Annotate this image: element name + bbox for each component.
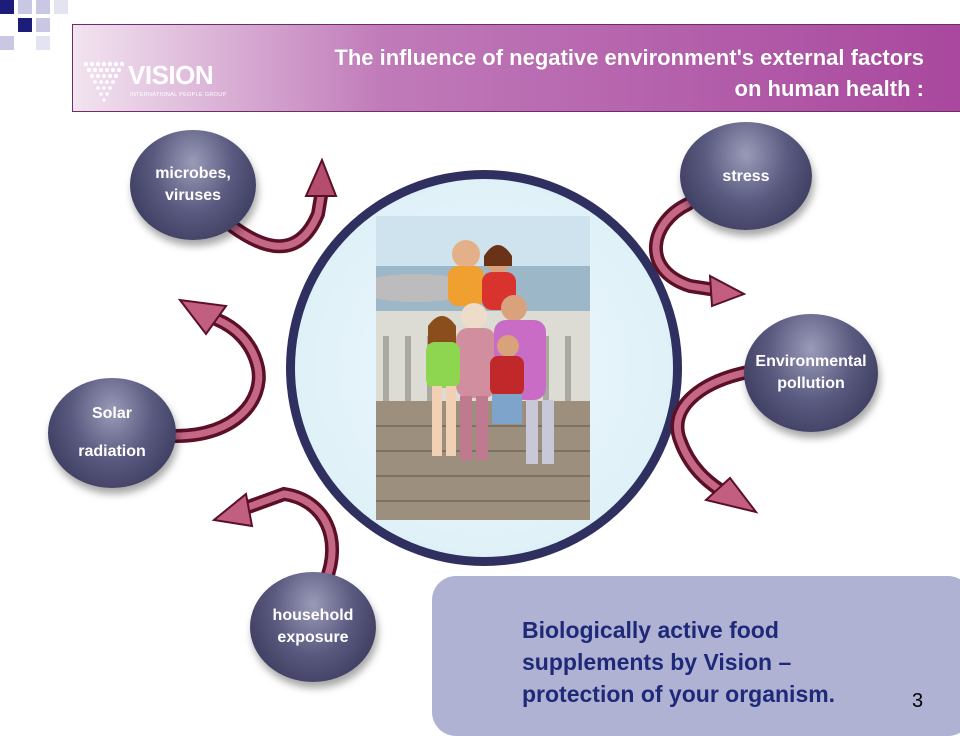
vision-logo-icon bbox=[83, 61, 125, 102]
arrow-environmental bbox=[670, 365, 759, 514]
factor-stress: stress bbox=[680, 122, 812, 230]
header-bar bbox=[72, 24, 960, 112]
page-number: 3 bbox=[912, 690, 924, 712]
arrow-household bbox=[211, 486, 340, 587]
slide-title: The influence of negative environment's … bbox=[334, 45, 924, 101]
callout-box bbox=[432, 576, 960, 736]
corner-decoration bbox=[0, 0, 68, 50]
factor-microbes-viruses: microbes, viruses bbox=[130, 130, 256, 240]
family-photo bbox=[376, 216, 590, 520]
arrow-stress bbox=[649, 197, 747, 308]
factor-environmental-pollution: Environmental pollution bbox=[744, 314, 878, 432]
callout-text: Biologically active food supplements by … bbox=[522, 617, 836, 707]
factor-solar-radiation: Solar radiation bbox=[48, 378, 176, 488]
factor-household-exposure: household exposure bbox=[250, 572, 376, 682]
logo-wordmark: VISION bbox=[128, 60, 214, 90]
arrow-microbes bbox=[225, 157, 338, 254]
logo-tagline: INTERNATIONAL PEOPLE GROUP bbox=[130, 92, 227, 98]
arrow-solar bbox=[169, 298, 266, 443]
